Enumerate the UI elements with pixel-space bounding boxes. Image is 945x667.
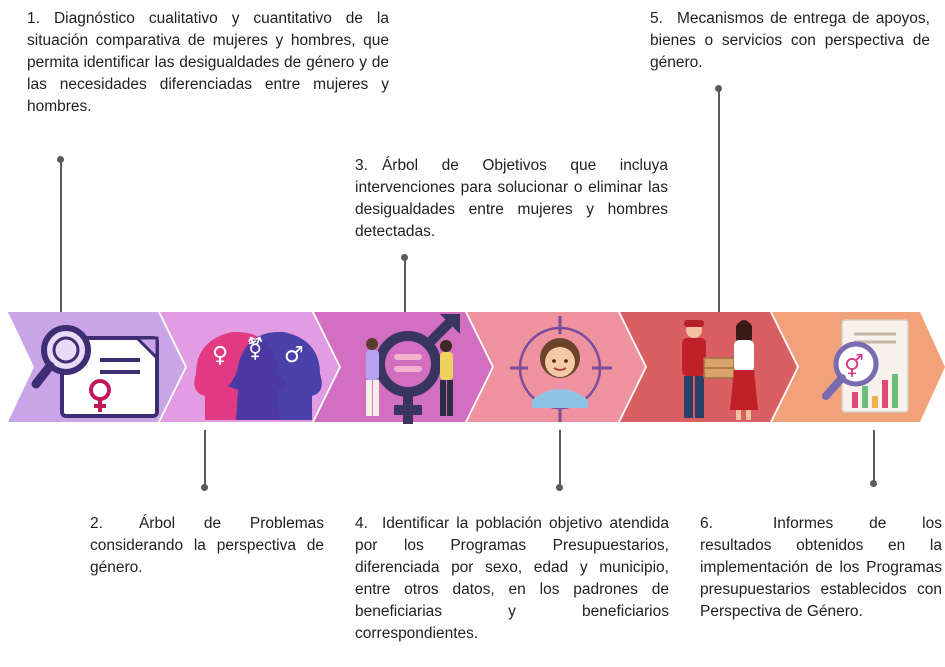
svg-text:⚧: ⚧ [246,336,264,362]
step-5-description: Mecanismos de entrega de apoyos, bienes … [650,10,930,71]
step-4-number: 4. [355,515,368,532]
step-5-text: 5.Mecanismos de entrega de apoyos, biene… [650,8,930,74]
connector-3-dot [401,254,408,261]
connector-1-dot [57,156,64,163]
svg-text:⚥: ⚥ [844,353,864,380]
connector-5-line [718,88,720,312]
step-1-text: 1.Diagnóstico cualitativo y cuantitativo… [27,8,389,118]
magnifier-document-female-icon [31,325,159,418]
connector-3-line [404,258,406,312]
equality-couple-icon [366,314,460,424]
gender-heads-icon: ♀ ⚧ ♂ [194,331,322,420]
step-2-description: Árbol de Problemas considerando la persp… [90,515,324,576]
report-analysis-icon: ⚥ [822,319,909,413]
step-2-number: 2. [90,515,103,532]
connector-4-line [559,430,561,488]
target-person-icon [510,316,612,422]
step-4-text: 4.Identificar la población objetivo aten… [355,513,669,645]
step-6-text: 6.Informes de los resultados obtenidos e… [700,513,942,623]
connector-2-line [204,430,206,488]
svg-text:♂: ♂ [284,343,304,368]
step-1-number: 1. [27,10,40,27]
step-3-description: Árbol de Objetivos que incluya intervenc… [355,157,668,240]
step-2-text: 2.Árbol de Problemas considerando la per… [90,513,324,579]
step-3-text: 3.Árbol de Objetivos que incluya interve… [355,155,668,243]
step-6-description: Informes de los resultados obtenidos en … [700,515,942,620]
connector-1-line [60,160,62,312]
step-3-number: 3. [355,157,368,174]
delivery-handover-icon [682,320,758,420]
step-1-description: Diagnóstico cualitativo y cuantitativo d… [27,10,389,115]
step-5-number: 5. [650,10,663,27]
svg-text:♀: ♀ [212,343,228,368]
step-6-number: 6. [700,515,713,532]
step-4-description: Identificar la población objetivo atendi… [355,515,669,642]
connector-6-line [873,430,875,484]
process-timeline: ♀ ⚧ ♂ [8,312,945,424]
